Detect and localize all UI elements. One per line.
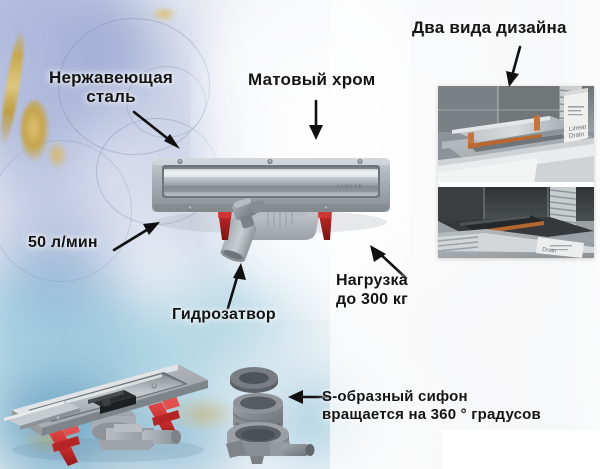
label-two-designs: Два вида дизайна — [412, 18, 567, 37]
svg-text:Drain: Drain — [568, 131, 585, 140]
design-variant-top-photo: Linear Drain — [438, 86, 594, 184]
gold-vein-2 — [20, 100, 50, 162]
label-s-siphon: S-образный сифон вращается на 360 ° град… — [322, 388, 541, 424]
gold-vein-3 — [46, 140, 68, 170]
angled-product-photo — [2, 344, 214, 469]
arrow-matte-chrome — [309, 99, 323, 140]
arrow-stainless-steel — [132, 110, 180, 149]
svg-text:LINEAR: LINEAR — [338, 184, 363, 190]
water-seal-part-photo — [230, 196, 272, 238]
gold-vein-5 — [168, 395, 238, 433]
arrow-load-capacity — [370, 245, 408, 280]
label-load-capacity: Нагрузка до 300 кг — [336, 272, 408, 308]
arrow-flow-rate — [112, 222, 160, 252]
label-flow-rate: 50 л/мин — [28, 234, 98, 251]
ink-contour-3 — [0, 140, 132, 282]
design-panel-divider — [438, 182, 594, 188]
label-water-seal: Гидрозатвор — [172, 306, 276, 323]
svg-text:Linear: Linear — [568, 123, 588, 133]
design-variants-photo-panel: Linear Drain — [438, 86, 594, 258]
arrow-water-seal — [226, 263, 246, 310]
arrow-s-siphon — [288, 390, 332, 404]
label-stainless-steel: Нержавеющая сталь — [49, 68, 173, 107]
design-variant-bottom-photo: Drain — [438, 187, 594, 258]
arrow-two-designs — [506, 45, 522, 87]
label-matte-chrome: Матовый хром — [248, 70, 376, 89]
blank-white-block — [442, 430, 600, 469]
gold-vein-4 — [150, 6, 178, 22]
svg-text:Drain: Drain — [542, 247, 557, 255]
siphon-exploded-photo — [222, 366, 318, 466]
